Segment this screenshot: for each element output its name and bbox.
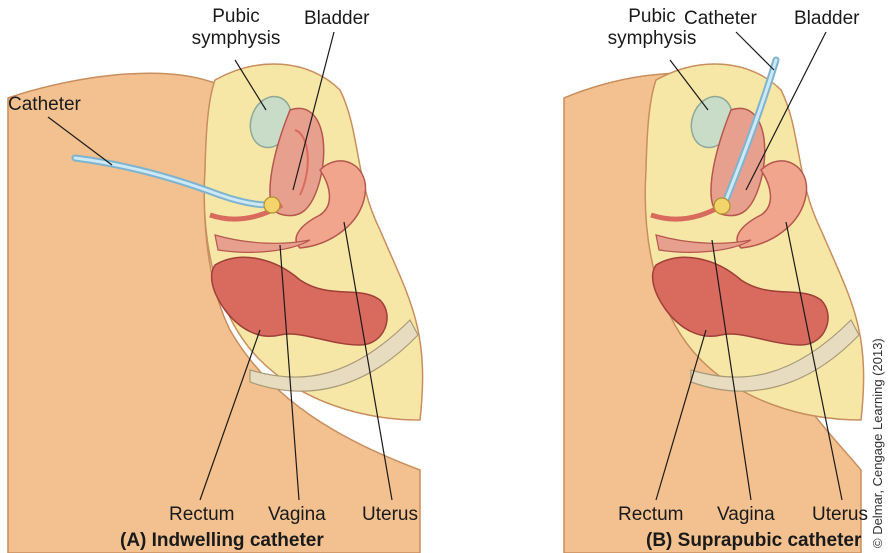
label-rectum: Rectum	[618, 504, 683, 525]
label-bladder: Bladder	[304, 8, 370, 29]
leader-catheter	[736, 32, 774, 70]
catheter-balloon	[264, 197, 280, 213]
label-pubic-line2: symphysis	[190, 28, 282, 49]
label-vagina: Vagina	[268, 504, 326, 525]
caption-b: (B) Suprapubic catheter	[646, 530, 861, 552]
caption-a: (A) Indwelling catheter	[120, 530, 324, 552]
label-uterus: Uterus	[812, 504, 868, 525]
label-catheter: Catheter	[684, 8, 757, 29]
suprapubic-anatomy-illustration	[446, 0, 891, 553]
label-pubic-line1: Pubic	[190, 6, 282, 27]
catheter-balloon	[714, 198, 730, 214]
copyright-credit: © Delmar, Cengage Learning (2013)	[870, 338, 885, 548]
label-vagina: Vagina	[717, 504, 775, 525]
label-uterus: Uterus	[362, 504, 418, 525]
panel-suprapubic: Pubic symphysis Catheter Bladder Rectum …	[446, 0, 891, 553]
indwelling-anatomy-illustration	[0, 0, 445, 553]
panel-indwelling: Pubic symphysis Bladder Catheter Rectum …	[0, 0, 445, 553]
label-bladder: Bladder	[794, 8, 860, 29]
label-catheter: Catheter	[8, 94, 81, 115]
label-rectum: Rectum	[169, 504, 234, 525]
label-pubic-line2: symphysis	[606, 28, 698, 49]
